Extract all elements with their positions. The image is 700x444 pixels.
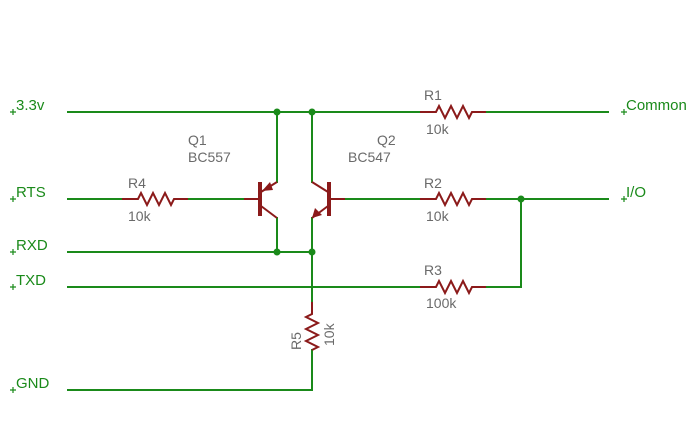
transistor-q2: Q2 BC547 bbox=[311, 132, 396, 219]
resistor-r3: R3 100k bbox=[420, 262, 486, 311]
resistor-r2-ref: R2 bbox=[424, 175, 442, 191]
net-label-rxd: RXD bbox=[16, 237, 48, 254]
pin-marker bbox=[621, 196, 627, 202]
transistor-q1-value: BC557 bbox=[188, 149, 231, 165]
resistor-r3-value: 100k bbox=[426, 295, 457, 311]
resistor-r1-value: 10k bbox=[426, 121, 450, 137]
resistor-r3-symbol bbox=[420, 278, 486, 296]
transistor-q2-ref: Q2 bbox=[377, 132, 396, 148]
resistor-r5-value: 10k bbox=[321, 322, 337, 346]
resistor-r5-ref: R5 bbox=[288, 332, 304, 350]
pin-marker bbox=[10, 109, 16, 115]
net-labels: 3.3v RTS RXD TXD GND Common I/O bbox=[16, 97, 687, 392]
transistor-q1: Q1 BC557 bbox=[188, 132, 278, 219]
junction-dot bbox=[273, 248, 281, 256]
pin-marker bbox=[10, 387, 16, 393]
transistor-q1-ref: Q1 bbox=[188, 132, 207, 148]
transistor-q1-collector bbox=[260, 205, 278, 219]
transistor-q1-arrow bbox=[262, 182, 273, 191]
net-label-3v3: 3.3v bbox=[16, 97, 45, 114]
resistor-r5-symbol bbox=[303, 302, 321, 351]
junction-dot bbox=[308, 248, 316, 256]
resistor-r4-symbol bbox=[122, 190, 188, 208]
transistor-q2-value: BC547 bbox=[348, 149, 391, 165]
pin-marker bbox=[10, 196, 16, 202]
resistor-r5: R5 10k bbox=[288, 302, 337, 351]
junction-dot bbox=[308, 108, 316, 116]
wires bbox=[67, 111, 609, 391]
pin-markers bbox=[10, 109, 627, 393]
transistor-q2-arrow bbox=[312, 208, 322, 218]
resistor-r1: R1 10k bbox=[420, 87, 486, 137]
resistor-r1-ref: R1 bbox=[424, 87, 442, 103]
pin-marker bbox=[10, 249, 16, 255]
pin-marker bbox=[10, 284, 16, 290]
resistor-r4-ref: R4 bbox=[128, 175, 146, 191]
transistor-q2-collector bbox=[311, 181, 329, 193]
net-label-common: Common bbox=[626, 97, 687, 114]
resistor-r2-symbol bbox=[420, 190, 486, 208]
resistor-r2: R2 10k bbox=[420, 175, 486, 224]
resistor-r3-ref: R3 bbox=[424, 262, 442, 278]
junctions bbox=[273, 108, 525, 256]
net-label-gnd: GND bbox=[16, 375, 50, 392]
junction-dot bbox=[517, 195, 525, 203]
resistor-r1-symbol bbox=[420, 103, 486, 121]
resistor-r2-value: 10k bbox=[426, 208, 450, 224]
net-label-io: I/O bbox=[626, 184, 646, 201]
pin-marker bbox=[621, 109, 627, 115]
net-label-txd: TXD bbox=[16, 272, 46, 289]
resistor-r4-value: 10k bbox=[128, 208, 152, 224]
junction-dot bbox=[273, 108, 281, 116]
resistor-r4: R4 10k bbox=[122, 175, 188, 224]
net-label-rts: RTS bbox=[16, 184, 46, 201]
